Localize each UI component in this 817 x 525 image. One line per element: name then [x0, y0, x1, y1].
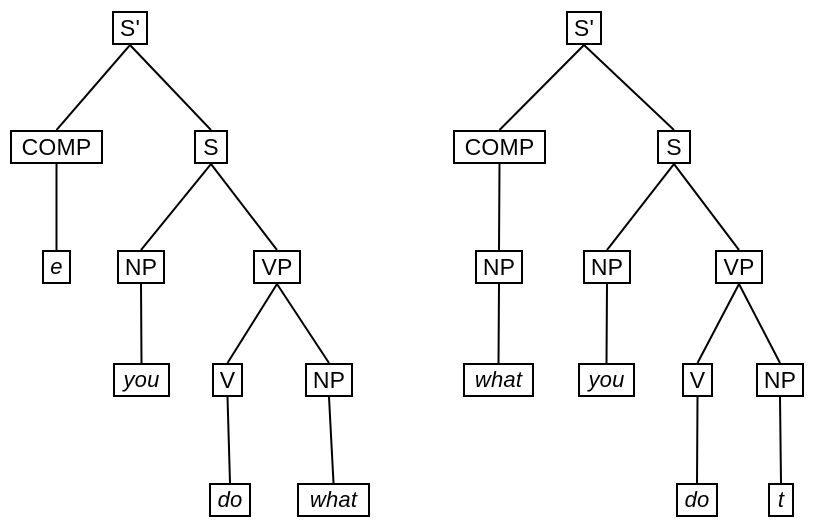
tree-node-l-what: what	[297, 483, 370, 517]
tree-node-r-s: S	[657, 130, 691, 164]
tree-node-label: NP	[763, 366, 797, 393]
tree-node-label: do	[217, 487, 243, 512]
tree-node-l-np2: NP	[305, 363, 353, 397]
tree-node-l-e: e	[42, 250, 71, 284]
tree-node-r-comp: COMP	[453, 130, 546, 164]
tree-node-r-do: do	[676, 483, 718, 517]
tree-node-label: what	[474, 367, 523, 392]
tree-node-r-np1: NP	[583, 250, 631, 284]
tree-node-l-np1: NP	[117, 250, 165, 284]
tree-node-label: S'	[119, 14, 141, 41]
tree-node-label: S	[203, 133, 219, 160]
tree-node-label: NP	[312, 366, 346, 393]
tree-node-label: S	[666, 133, 682, 160]
tree-node-l-comp: COMP	[10, 130, 103, 164]
tree-node-label: VP	[261, 253, 293, 280]
tree-node-r-vp: VP	[715, 250, 763, 284]
tree-node-label: what	[309, 487, 358, 512]
tree-node-label: V	[219, 366, 236, 393]
tree-node-l-sbar: S'	[112, 11, 148, 45]
tree-node-r-sbar: S'	[566, 11, 602, 45]
tree-node-label: S'	[573, 14, 595, 41]
tree-node-label: VP	[723, 253, 755, 280]
tree-node-label: NP	[482, 253, 516, 280]
tree-node-r-v: V	[682, 363, 713, 397]
tree-node-r-np0: NP	[475, 250, 523, 284]
tree-node-r-you: you	[578, 363, 635, 397]
tree-node-l-v: V	[212, 363, 243, 397]
tree-node-l-vp: VP	[253, 250, 301, 284]
tree-node-label: e	[50, 254, 63, 279]
tree-node-label: NP	[124, 253, 158, 280]
tree-node-l-do: do	[209, 483, 251, 517]
tree-node-label: you	[588, 367, 625, 392]
tree-node-r-what: what	[463, 363, 534, 397]
tree-node-label: you	[123, 367, 160, 392]
tree-node-r-t: t	[768, 483, 794, 517]
tree-node-label: do	[684, 487, 710, 512]
tree-node-r-np2: NP	[756, 363, 804, 397]
tree-node-l-you: you	[113, 363, 170, 397]
tree-node-label: V	[689, 366, 706, 393]
tree-node-l-s: S	[194, 130, 228, 164]
tree-node-label: NP	[590, 253, 624, 280]
tree-node-label: COMP	[21, 133, 92, 160]
tree-node-label: COMP	[464, 133, 535, 160]
tree-node-label: t	[777, 487, 785, 512]
